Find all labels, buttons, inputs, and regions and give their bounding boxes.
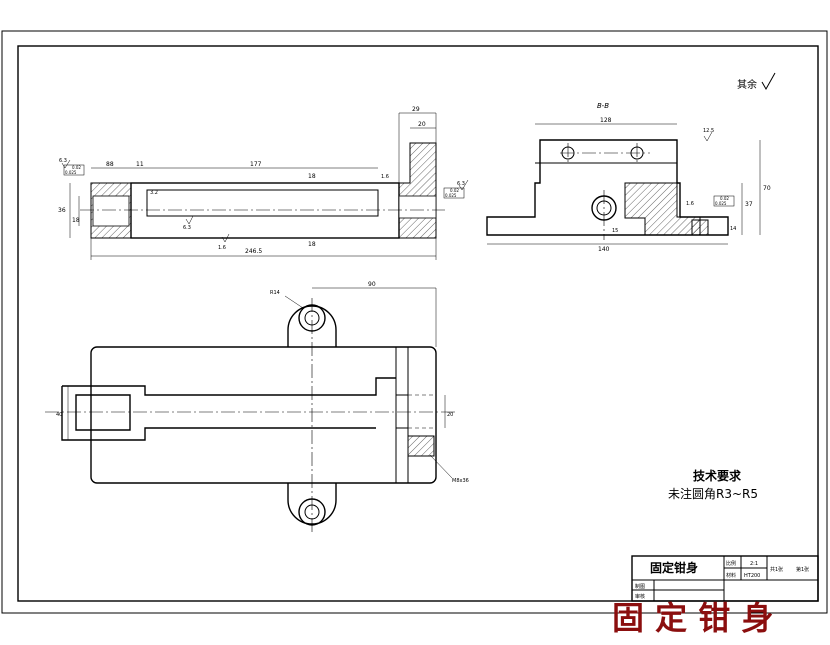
section-dim-h1: 70 [763,185,771,192]
section-dim-h4: 14 [730,226,736,232]
rough-2: 1.6 [218,245,226,251]
front-right-jaw [398,142,437,239]
rough-3: 3.2 [150,190,158,196]
dim-177: 177 [250,161,262,168]
roughness-other-symbol: 其余 [737,72,776,91]
tech-req-line1: 未注圆角R3~R5 [668,486,758,501]
sheet-count: 共1张 [770,566,783,573]
dim-inner: 18 [72,217,80,224]
scale-value: 2:1 [750,561,758,567]
section-rough-a: 12.5 [703,128,714,134]
section-label: B-B [597,102,609,110]
top-dim-90: 90 [368,281,376,288]
roughness-other-label: 其余 [737,78,757,91]
section-rough-b: 1.6 [686,201,694,207]
checked-label: 审核 [635,593,645,600]
front-main-body [130,182,400,239]
scale-label: 比例 [726,560,736,567]
rough-4: 6.3 [183,225,191,231]
sheet-no: 第1张 [796,566,809,573]
section-tol-b: 0.025 [715,201,727,206]
outer-border [1,30,828,614]
tol-right: 0.02 [450,188,459,193]
dim-total: 246.5 [245,248,262,255]
tech-req-heading: 技术要求 [693,468,742,483]
section-dim-base: 140 [598,246,610,253]
top-view: 90 R14 40 20 M8x36 [45,281,469,532]
inner-frame [17,45,819,602]
top-dim-r: R14 [270,290,280,296]
section-tol-a: 0.02 [720,196,729,201]
dim-top-w2: 20 [418,121,426,128]
top-dim-right: 20 [447,412,453,418]
rough-6: 6.3 [457,181,465,187]
top-dim-left: 40 [56,412,62,418]
rough-1: 6.3 [59,158,67,164]
big-red-title: 固 定 钳 身 [612,599,773,637]
section-dim-width: 128 [600,117,612,124]
material-value: HT200 [744,573,760,579]
section-dim-h3: 15 [612,228,618,234]
section-view: B-B 128 140 70 37 15 14 12.5 1.6 0.02 0.… [486,102,771,253]
material-label: 材料 [726,572,736,579]
bore-label1: 18 [308,173,316,180]
title-part-name: 固定钳身 [650,560,698,575]
dim-11: 11 [136,161,144,168]
tol-left2: 0.025 [65,170,77,175]
dim-top-w1: 29 [412,106,420,113]
front-view: 246.5 88 11 177 29 20 36 18 18 18 0.02 0… [58,106,469,260]
bore-label2: 18 [308,241,316,248]
dim-height: 36 [58,207,66,214]
tol-left: 0.02 [72,165,81,170]
thread-label: M8x36 [452,478,469,484]
tol-right2: 0.025 [445,193,457,198]
rough-5: 1.6 [381,174,389,180]
section-dim-h2: 37 [745,201,753,208]
title-block: 固定钳身 比例 2:1 材料 HT200 共1张 第1张 制图 审核 [631,555,819,602]
dim-88: 88 [106,161,114,168]
top-main-body [90,346,437,484]
drawn-label: 制图 [635,583,645,590]
